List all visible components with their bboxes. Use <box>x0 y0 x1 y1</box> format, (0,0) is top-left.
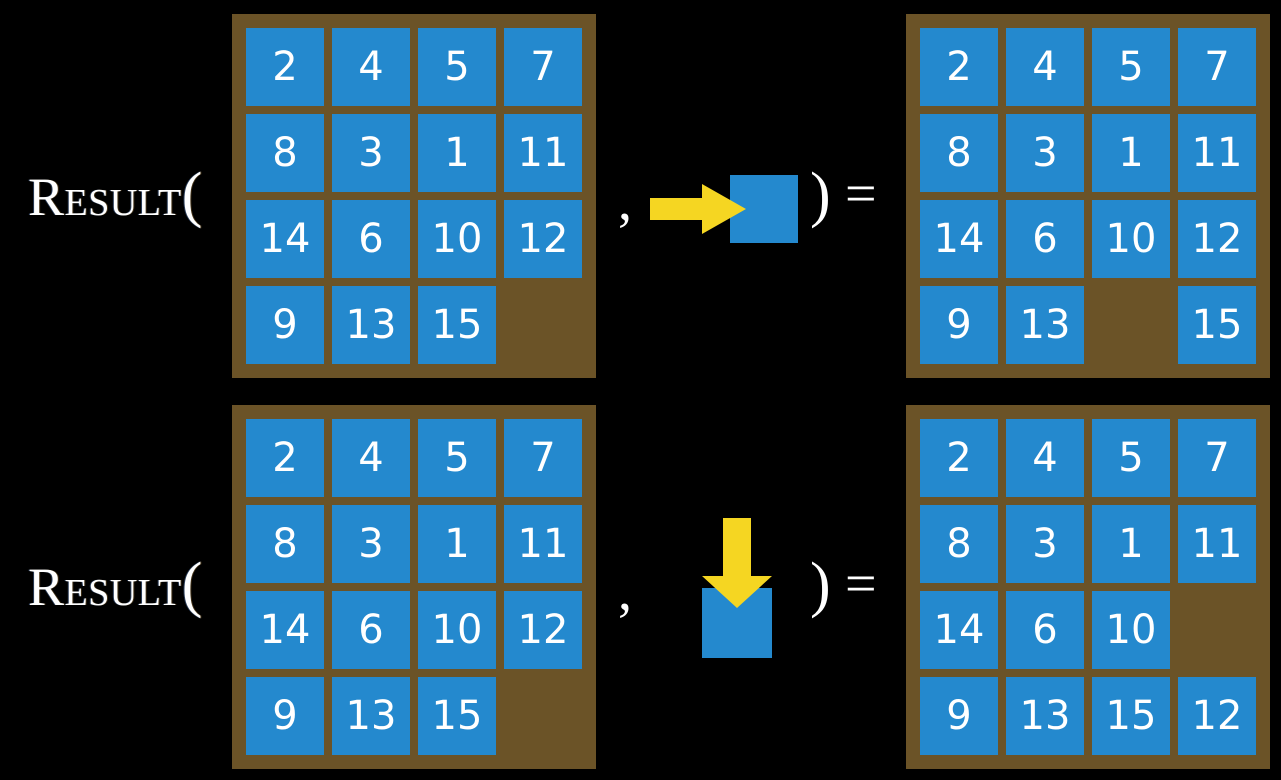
tile[interactable]: 7 <box>504 28 582 106</box>
tile[interactable]: 3 <box>1006 505 1084 583</box>
tile[interactable]: 5 <box>418 28 496 106</box>
tile[interactable]: 8 <box>920 505 998 583</box>
tile[interactable]: 2 <box>246 419 324 497</box>
tile[interactable]: 12 <box>1178 677 1256 755</box>
tile[interactable]: 4 <box>332 419 410 497</box>
tile[interactable]: 1 <box>418 505 496 583</box>
tile[interactable]: 8 <box>246 505 324 583</box>
tile[interactable]: 2 <box>920 28 998 106</box>
tile[interactable]: 3 <box>332 114 410 192</box>
close-paren: ) <box>810 551 831 619</box>
tile[interactable]: 15 <box>1178 286 1256 364</box>
tile[interactable]: 9 <box>920 677 998 755</box>
tile[interactable]: 12 <box>1178 200 1256 278</box>
tile[interactable]: 13 <box>1006 677 1084 755</box>
tile[interactable]: 1 <box>1092 505 1170 583</box>
tile[interactable]: 13 <box>332 286 410 364</box>
tile[interactable]: 14 <box>920 591 998 669</box>
tile[interactable]: 5 <box>1092 28 1170 106</box>
tile[interactable]: 9 <box>920 286 998 364</box>
blank-tile <box>1178 591 1256 669</box>
tile[interactable]: 2 <box>920 419 998 497</box>
tile[interactable]: 6 <box>1006 200 1084 278</box>
input-board-bottom: 2 4 5 7 8 3 1 11 14 6 10 12 9 13 15 <box>232 405 596 769</box>
tile[interactable]: 12 <box>504 591 582 669</box>
tile[interactable]: 13 <box>1006 286 1084 364</box>
open-paren: ( <box>181 551 203 619</box>
tile[interactable]: 14 <box>246 200 324 278</box>
tile[interactable]: 9 <box>246 677 324 755</box>
tile[interactable]: 13 <box>332 677 410 755</box>
comma-separator: , <box>618 560 632 623</box>
tile[interactable]: 11 <box>1178 114 1256 192</box>
equation-right-move: Result( 2 4 5 7 8 3 1 11 14 6 10 12 9 13… <box>28 0 1270 390</box>
tile[interactable]: 14 <box>246 591 324 669</box>
output-board-bottom: 2 4 5 7 8 3 1 11 14 6 10 9 13 15 12 <box>906 405 1270 769</box>
tile[interactable]: 9 <box>246 286 324 364</box>
tile[interactable]: 15 <box>418 677 496 755</box>
blank-tile <box>1092 286 1170 364</box>
tile[interactable]: 6 <box>1006 591 1084 669</box>
tile[interactable]: 10 <box>1092 200 1170 278</box>
equals-sign: = <box>845 162 877 225</box>
tile[interactable]: 4 <box>332 28 410 106</box>
tile[interactable]: 1 <box>418 114 496 192</box>
blank-tile <box>504 286 582 364</box>
arrow-right-icon <box>650 184 746 234</box>
tile[interactable]: 3 <box>1006 114 1084 192</box>
tile[interactable]: 2 <box>246 28 324 106</box>
tile[interactable]: 10 <box>1092 591 1170 669</box>
tile[interactable]: 6 <box>332 591 410 669</box>
tile[interactable]: 8 <box>920 114 998 192</box>
tile[interactable]: 6 <box>332 200 410 278</box>
result-function-label: Result( <box>28 164 203 226</box>
tile[interactable]: 12 <box>504 200 582 278</box>
result-word: Result <box>28 167 182 227</box>
tile[interactable]: 3 <box>332 505 410 583</box>
tile[interactable]: 5 <box>1092 419 1170 497</box>
tile[interactable]: 7 <box>1178 28 1256 106</box>
comma-separator: , <box>618 170 632 233</box>
equation-down-move: Result( 2 4 5 7 8 3 1 11 14 6 10 12 9 13… <box>0 390 1281 780</box>
tile[interactable]: 5 <box>418 419 496 497</box>
tile[interactable]: 11 <box>1178 505 1256 583</box>
tile[interactable]: 1 <box>1092 114 1170 192</box>
blank-tile <box>504 677 582 755</box>
tile[interactable]: 7 <box>504 419 582 497</box>
tile[interactable]: 4 <box>1006 28 1084 106</box>
move-down-indicator <box>650 390 810 780</box>
input-board-top: 2 4 5 7 8 3 1 11 14 6 10 12 9 13 15 <box>232 14 596 378</box>
open-paren: ( <box>181 161 203 229</box>
result-word: Result <box>28 557 182 617</box>
equals-sign: = <box>845 552 877 615</box>
tile[interactable]: 11 <box>504 505 582 583</box>
tile[interactable]: 15 <box>418 286 496 364</box>
tile[interactable]: 11 <box>504 114 582 192</box>
tile[interactable]: 15 <box>1092 677 1170 755</box>
move-right-indicator <box>650 0 810 390</box>
tile[interactable]: 7 <box>1178 419 1256 497</box>
result-function-label: Result( <box>28 554 203 616</box>
tile[interactable]: 10 <box>418 591 496 669</box>
arrow-down-icon <box>702 518 772 608</box>
tile[interactable]: 8 <box>246 114 324 192</box>
output-board-top: 2 4 5 7 8 3 1 11 14 6 10 12 9 13 15 <box>906 14 1270 378</box>
tile[interactable]: 4 <box>1006 419 1084 497</box>
tile[interactable]: 14 <box>920 200 998 278</box>
tile[interactable]: 10 <box>418 200 496 278</box>
close-paren: ) <box>810 161 831 229</box>
